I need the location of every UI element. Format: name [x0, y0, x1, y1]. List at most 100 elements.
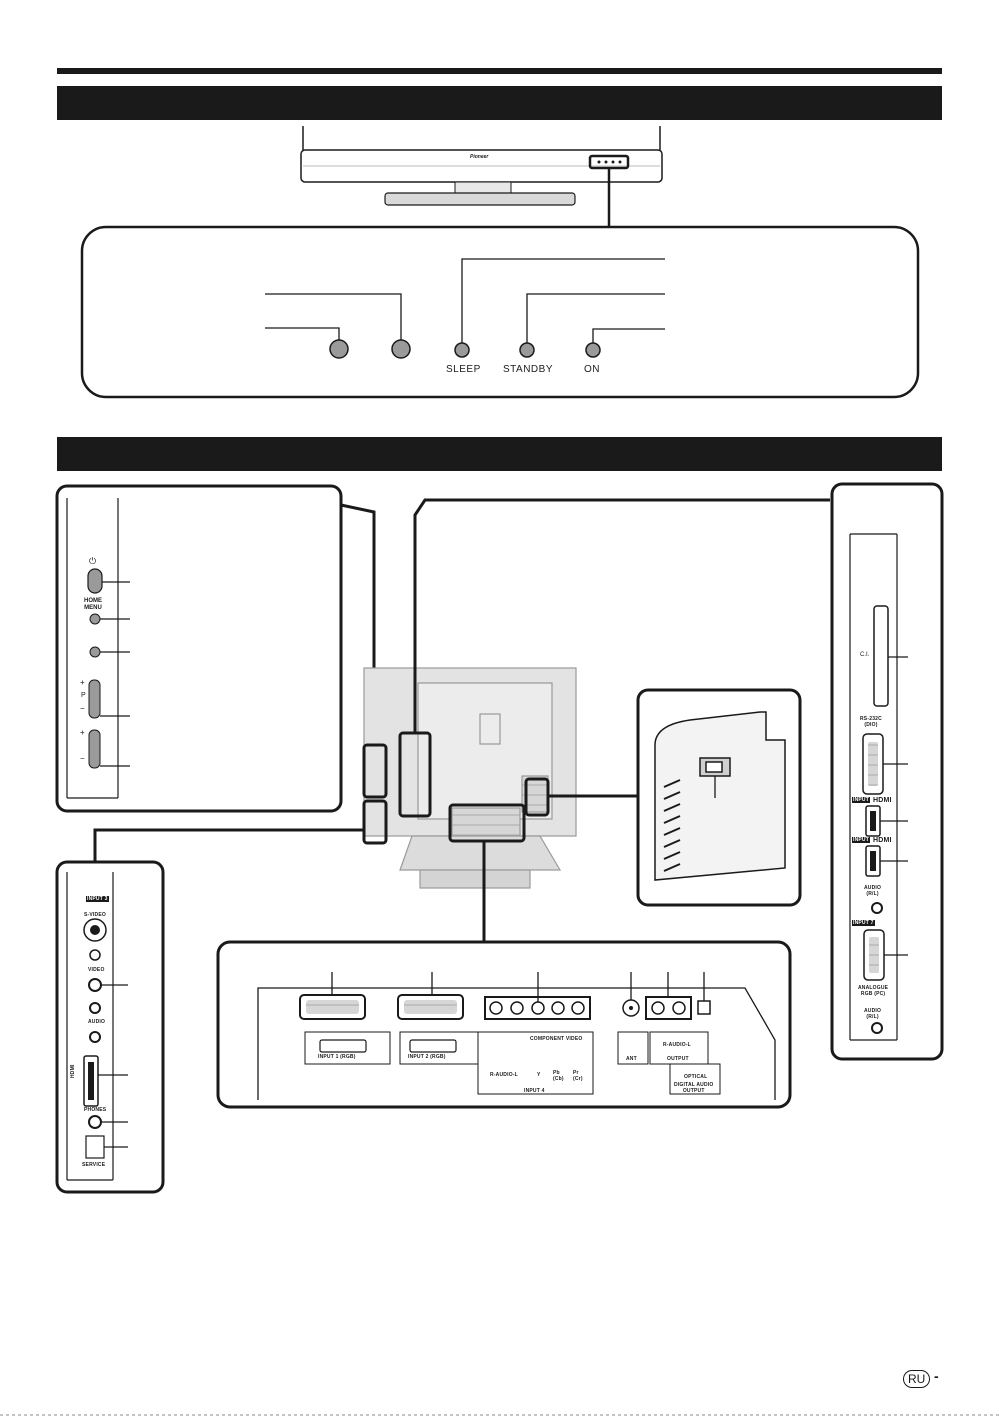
- video-jack[interactable]: [88, 978, 102, 992]
- hdmi-port-2-core: [870, 851, 876, 871]
- hdmi1-logo: HDMI: [873, 797, 892, 804]
- front-button-b[interactable]: [391, 339, 411, 359]
- r-audio-l-label: R-AUDIO-L: [490, 1072, 518, 1078]
- front-leader-lines: [265, 258, 665, 344]
- rs232c-pins: [868, 742, 878, 786]
- channel-plus-label: +: [80, 678, 85, 687]
- rear-terminals-leaders: [331, 972, 705, 1002]
- standby-indicator: [519, 342, 535, 358]
- power-inlet-illustration: [654, 711, 786, 881]
- left-terminals-callout: [55, 860, 165, 1194]
- optical-port[interactable]: [697, 1000, 711, 1015]
- input-button[interactable]: [89, 646, 101, 658]
- hdmi-port-1-core: [870, 811, 876, 831]
- hdmi1-input-label: INPUT: [852, 797, 870, 803]
- sleep-label: SLEEP: [446, 364, 481, 375]
- ant-label: ANT: [626, 1056, 637, 1062]
- phones-label: PHONES: [84, 1107, 107, 1113]
- volume-rocker[interactable]: [88, 729, 101, 769]
- optical-label: OPTICAL: [684, 1074, 708, 1080]
- language-badge: RU: [903, 1370, 931, 1388]
- digital-audio-output-label: DIGITAL AUDIO OUTPUT: [674, 1082, 714, 1094]
- scart-input2-pins: [404, 1000, 457, 1014]
- svideo-mini-jack[interactable]: [89, 949, 101, 961]
- volume-minus-label: −: [80, 754, 85, 763]
- top-rule: [57, 68, 942, 74]
- input3-label: INPUT 3: [86, 896, 109, 902]
- on-indicator: [585, 342, 601, 358]
- audio-r-jack[interactable]: [89, 1031, 101, 1043]
- service-label: SERVICE: [82, 1162, 106, 1168]
- svideo-jack-core: [90, 925, 100, 935]
- left-terminals-panel: [66, 872, 114, 1181]
- side-hdmi-label: HDMI: [70, 1064, 76, 1078]
- left-callout-link: [93, 810, 378, 862]
- input1-label: INPUT 1 (RGB): [318, 1054, 356, 1060]
- audio-jack-hdmi[interactable]: [871, 902, 883, 914]
- channel-rocker[interactable]: [88, 679, 101, 719]
- rear-terminals-panel: [257, 987, 776, 1100]
- brand-logo: Pioneer: [470, 154, 489, 160]
- right-terminals-panel: [849, 533, 898, 1041]
- side-controls-callout: [55, 484, 343, 813]
- audio-rl-label-2: AUDIO (R/L): [864, 1008, 882, 1020]
- front-panel-callout: [80, 225, 920, 399]
- front-button-a[interactable]: [329, 339, 349, 359]
- home-menu-button[interactable]: [89, 613, 101, 625]
- input4-jacks[interactable]: [489, 1001, 585, 1015]
- audio-jack-pc[interactable]: [871, 1022, 883, 1034]
- rear-label-plate-jacks: [319, 1039, 457, 1053]
- ant-jack-core: [629, 1006, 633, 1010]
- video-label: VIDEO: [88, 967, 105, 973]
- output-r-jack[interactable]: [672, 1001, 686, 1015]
- side-controls-panel: [66, 498, 119, 799]
- standby-label: STANDBY: [503, 364, 553, 375]
- input4-label: INPUT 4: [524, 1088, 545, 1094]
- ci-card-slot[interactable]: [873, 605, 889, 707]
- analogue-rgb-label: ANALOGUE RGB (PC): [858, 985, 889, 997]
- pb-label: Pb (Cb): [553, 1070, 564, 1082]
- pr-label: Pr (Cr): [573, 1070, 583, 1082]
- component-video-label: COMPONENT VIDEO: [530, 1036, 583, 1042]
- ci-label: C.I.: [860, 652, 870, 658]
- output-l-jack[interactable]: [651, 1001, 665, 1015]
- section-header-rear: [57, 437, 942, 471]
- output-r-audio-l-label: R-AUDIO-L: [663, 1042, 691, 1048]
- scart-input1-pins: [306, 1000, 359, 1014]
- rear-label-plates: [304, 1031, 721, 1095]
- rear-terminals-callout: [216, 940, 792, 1109]
- input2-label: INPUT 2 (RGB): [408, 1054, 446, 1060]
- channel-minus-label: −: [80, 704, 85, 713]
- right-terminals-callout: [830, 482, 944, 1061]
- audio-rl-label-1: AUDIO (R/L): [864, 885, 882, 897]
- output-label: OUTPUT: [667, 1056, 689, 1062]
- right-terminals-leaders: [880, 656, 908, 956]
- pc-vga-pins: [869, 937, 879, 973]
- sleep-indicator: [454, 342, 470, 358]
- section-header-front: [57, 86, 942, 120]
- audio-label-left: AUDIO: [88, 1019, 106, 1025]
- hdmi2-logo: HDMI: [873, 837, 892, 844]
- tv-front-illustration: [300, 126, 663, 228]
- left-terminals-leaders: [98, 984, 128, 1148]
- input7-label: INPUT 7: [852, 920, 875, 926]
- power-symbol-icon: ⏻: [89, 556, 97, 566]
- hdmi2-input-label: INPUT: [852, 837, 870, 843]
- page-number-dash: -: [934, 1368, 939, 1384]
- volume-plus-label: +: [80, 728, 85, 737]
- y-label: Y: [537, 1072, 541, 1078]
- power-button[interactable]: [87, 568, 103, 594]
- svideo-label: S-VIDEO: [84, 912, 106, 918]
- on-label: ON: [584, 364, 600, 375]
- audio-l-jack[interactable]: [89, 1002, 101, 1014]
- service-port: [85, 1135, 105, 1159]
- rear-callout-links: [413, 498, 830, 942]
- home-menu-label: HOME MENU: [84, 598, 102, 611]
- channel-p-label: P: [81, 692, 86, 699]
- rs232c-label: RS-232C (DIO): [860, 716, 882, 728]
- side-hdmi-port-core: [88, 1062, 94, 1100]
- side-controls-leaders: [100, 581, 130, 767]
- power-inlet-vents: [663, 779, 681, 872]
- phones-jack[interactable]: [88, 1115, 102, 1129]
